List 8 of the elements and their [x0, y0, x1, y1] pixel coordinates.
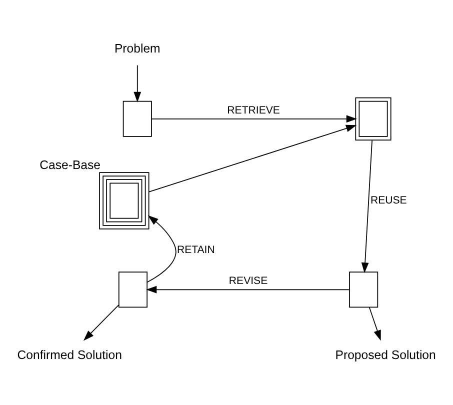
edge-label: REVISE	[228, 274, 268, 287]
node-label: Case-Base	[40, 158, 101, 172]
node-text: Confirmed Solution	[17, 348, 122, 362]
edge-label: RETAIN	[176, 244, 215, 256]
node-text: Problem	[114, 42, 160, 56]
edge-label: REUSE	[370, 194, 407, 206]
node-text: Proposed Solution	[335, 348, 436, 362]
edge-label: RETRIEVE	[227, 104, 280, 116]
